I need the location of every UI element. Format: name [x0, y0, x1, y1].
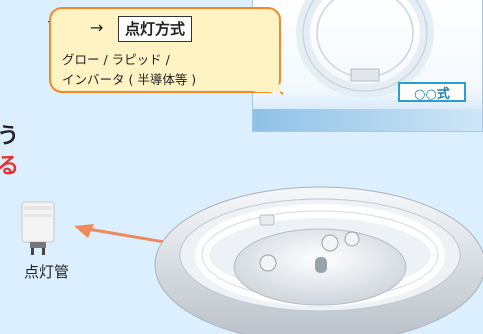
package-bottom-band [253, 109, 482, 131]
lamp-package-image: ○○式 [252, 0, 483, 132]
partial-text-line-2: る [0, 154, 20, 179]
callout-bubble [48, 7, 283, 95]
lighting-type-label: ○○式 [398, 82, 466, 102]
circular-fluorescent-tube-icon [296, 0, 434, 98]
partial-text-line-1: う [0, 124, 20, 149]
callout-description: グロー / ラピッド / インバータ ( 半導体等 ) [62, 50, 277, 90]
callout-line-1: グロー / ラピッド / [62, 52, 170, 67]
ceiling-light-fixture-image [154, 186, 483, 334]
glow-starter-icon [21, 201, 55, 255]
starter-label: 点灯管 [24, 263, 70, 281]
callout-title: 点灯方式 [118, 16, 193, 42]
arrow-right-icon: → [90, 18, 104, 37]
callout-line-2: インバータ ( 半導体等 ) [62, 72, 197, 87]
lighting-method-callout: → 点灯方式 グロー / ラピッド / インバータ ( 半導体等 ) [48, 4, 283, 96]
